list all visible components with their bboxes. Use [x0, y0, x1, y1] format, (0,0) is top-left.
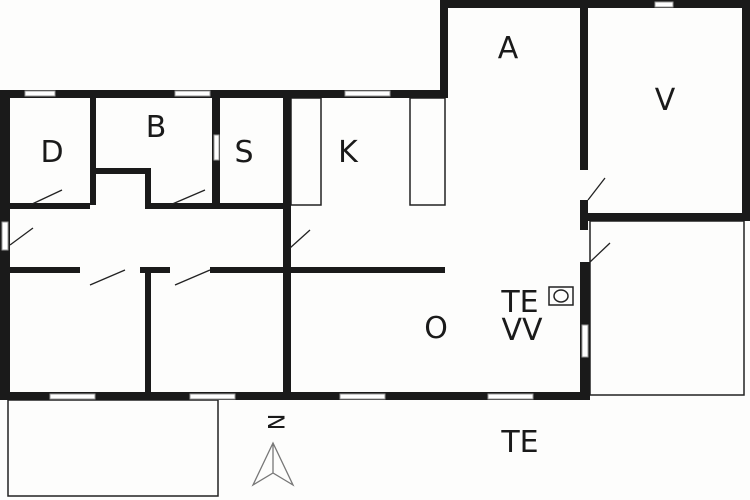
room-label-b: B — [146, 110, 167, 145]
thin-outlines — [7, 97, 745, 497]
walls — [0, 0, 750, 400]
room-label-terrace: TE — [500, 425, 538, 460]
kitchen-counter — [290, 97, 322, 206]
room-label-te: TE — [500, 285, 538, 320]
north-label: N — [262, 414, 287, 430]
compass: N — [251, 414, 295, 487]
terrace-outline — [7, 399, 219, 497]
boiler-icon — [548, 286, 574, 306]
room-label-o: O — [424, 311, 448, 346]
doors — [9, 177, 611, 286]
room-label-a: A — [498, 31, 519, 66]
outbuilding-outline — [589, 220, 745, 396]
kitchen-counter — [409, 97, 446, 206]
boiler-tank-icon — [553, 289, 569, 303]
room-label-v: V — [655, 83, 676, 118]
north-arrow-icon — [251, 441, 295, 487]
room-label-k: K — [338, 135, 359, 170]
room-label-vv: VV — [501, 313, 543, 348]
windows — [1, 1, 674, 400]
room-labels: A V B D S K O TE VV TE — [40, 31, 675, 460]
room-label-d: D — [40, 135, 63, 170]
room-label-s: S — [234, 135, 253, 170]
